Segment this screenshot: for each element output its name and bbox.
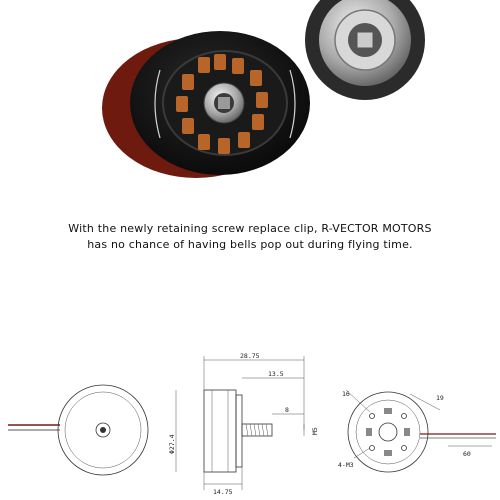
technical-drawing: 28.75 13.5 8 M5 Φ27.4 14.75: [8, 352, 496, 496]
dim-mount-hole-a: 16: [342, 390, 350, 398]
caption-line-1: With the newly retaining screw replace c…: [68, 222, 432, 235]
dim-base-length: 14.75: [213, 488, 233, 496]
motor-photo: [102, 0, 425, 178]
dim-mount-screws: 4-M3: [338, 461, 354, 469]
winding-gaps: [154, 69, 296, 139]
copper-windings: [176, 54, 268, 154]
rear-view: 16 19 60 4-M3: [338, 389, 496, 473]
dim-shaft-thread: M5: [311, 427, 319, 435]
dim-shaft-length: 8: [285, 406, 289, 414]
dim-overall-length: 28.75: [240, 352, 260, 360]
caption-line-2: has no chance of having bells pop out du…: [87, 238, 413, 251]
dim-mount-hole-b: 19: [436, 394, 444, 402]
dim-bell-length: 13.5: [268, 370, 284, 378]
front-view: [8, 384, 149, 476]
side-view: 28.75 13.5 8 M5 Φ27.4 14.75: [168, 352, 319, 496]
dim-wire-length: 60: [463, 450, 471, 458]
dim-diameter: Φ27.4: [168, 434, 176, 454]
